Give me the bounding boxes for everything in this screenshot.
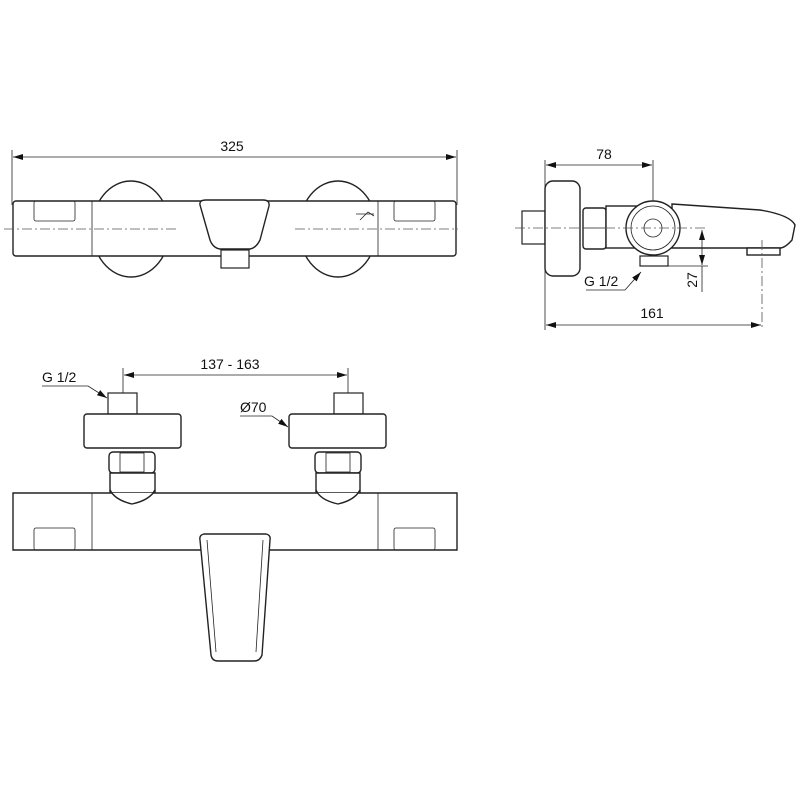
cover-diameter-label: Ø70 (240, 399, 267, 415)
wall-cover-disc-right (288, 413, 387, 449)
outlet-height-dimension-label: 27 (684, 272, 700, 288)
top-view: 325 (4, 138, 458, 278)
outlet-thread-label: G 1/2 (584, 273, 618, 289)
inlet-spacing-dimension-label: 137 - 163 (200, 356, 259, 372)
bath-spout-edge (206, 539, 264, 653)
inlet-thread-left (107, 392, 138, 415)
mixer-body (12, 492, 458, 551)
handle-grip-right (393, 527, 436, 551)
handle-grip-left (33, 527, 76, 551)
inlet-thread-right (333, 392, 364, 415)
hex-nut-right (314, 451, 362, 474)
hex-nut-face-left (119, 452, 145, 473)
inlet-thread (521, 210, 546, 245)
front-view: 137 - 163 G 1/2 Ø70 (12, 356, 458, 662)
handle-grip-left (33, 200, 76, 222)
bath-spout (199, 533, 271, 662)
hex-nut-face-right (325, 452, 351, 473)
diverter-knob (625, 200, 681, 256)
depth-dimension-label: 78 (596, 146, 612, 162)
inlet-thread-label: G 1/2 (42, 369, 76, 385)
diverter-cup (199, 199, 270, 250)
total-depth-dimension-label: 161 (640, 305, 664, 321)
wall-cover-disc-left (83, 413, 182, 449)
width-dimension-label: 325 (220, 138, 244, 154)
handle-grip-right (393, 200, 436, 222)
cover-diameter-leader (240, 415, 289, 428)
hex-nut-left (108, 451, 156, 474)
hex-nut (582, 207, 607, 250)
spout-outlet (746, 247, 781, 256)
spout (671, 203, 796, 249)
wall-cover-disc (544, 180, 581, 277)
outlet-thread (220, 249, 250, 269)
inlet-connector-left-join (109, 489, 156, 505)
side-view: 78 27 G 1/2 161 (515, 146, 796, 330)
inlet-thread-leader (42, 385, 108, 399)
temperature-mark (356, 211, 375, 221)
outlet-thread-leader (586, 271, 642, 291)
inlet-connector-right-join (315, 489, 361, 505)
outlet-thread (639, 255, 669, 267)
